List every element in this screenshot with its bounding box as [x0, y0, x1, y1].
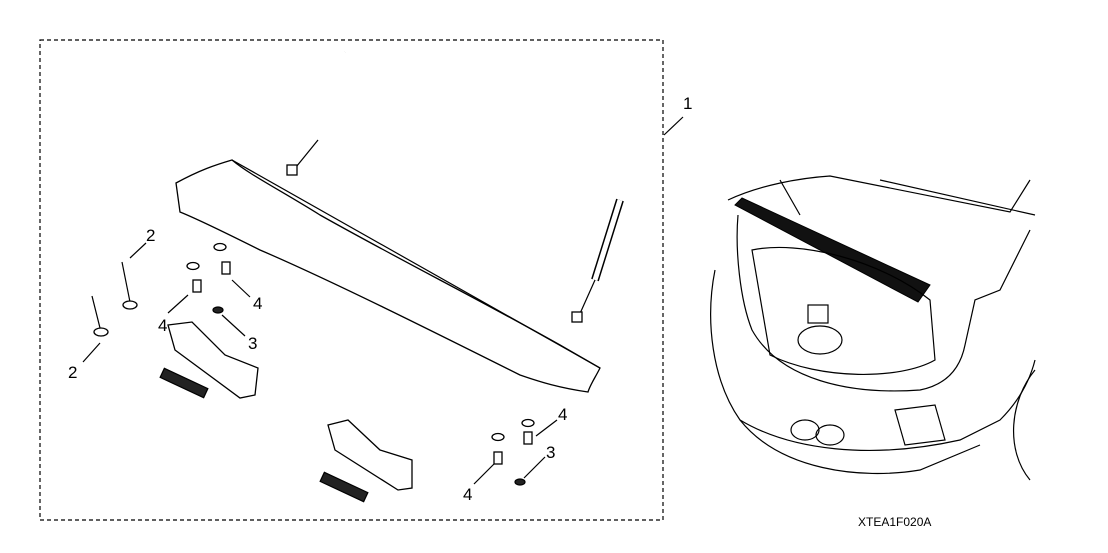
callout-3: 3 — [546, 443, 555, 462]
figure-code: XTEA1F020A — [858, 515, 931, 529]
bracket-right — [319, 419, 413, 503]
callout-4: 4 — [253, 294, 262, 313]
gas-strut-right — [571, 198, 624, 323]
vehicle-rear-illustration — [710, 175, 1036, 481]
gas-strut-left — [286, 51, 347, 176]
bracket-left — [159, 321, 259, 399]
washers-and-bolts-right — [491, 418, 535, 486]
callout-1: 1 — [683, 94, 692, 113]
spoiler-installed — [734, 197, 931, 303]
kit-boundary — [39, 39, 664, 521]
leader-lines — [82, 116, 684, 485]
callout-4: 4 — [558, 405, 567, 424]
bolt-long-a — [121, 261, 138, 310]
spoiler — [175, 159, 601, 393]
callout-3: 3 — [248, 334, 257, 353]
callout-4: 4 — [463, 485, 472, 504]
callout-4: 4 — [158, 316, 167, 335]
bolt-long-b — [91, 295, 109, 337]
callout-2: 2 — [146, 226, 155, 245]
washers-and-bolts-left — [186, 242, 231, 314]
callout-2: 2 — [68, 363, 77, 382]
